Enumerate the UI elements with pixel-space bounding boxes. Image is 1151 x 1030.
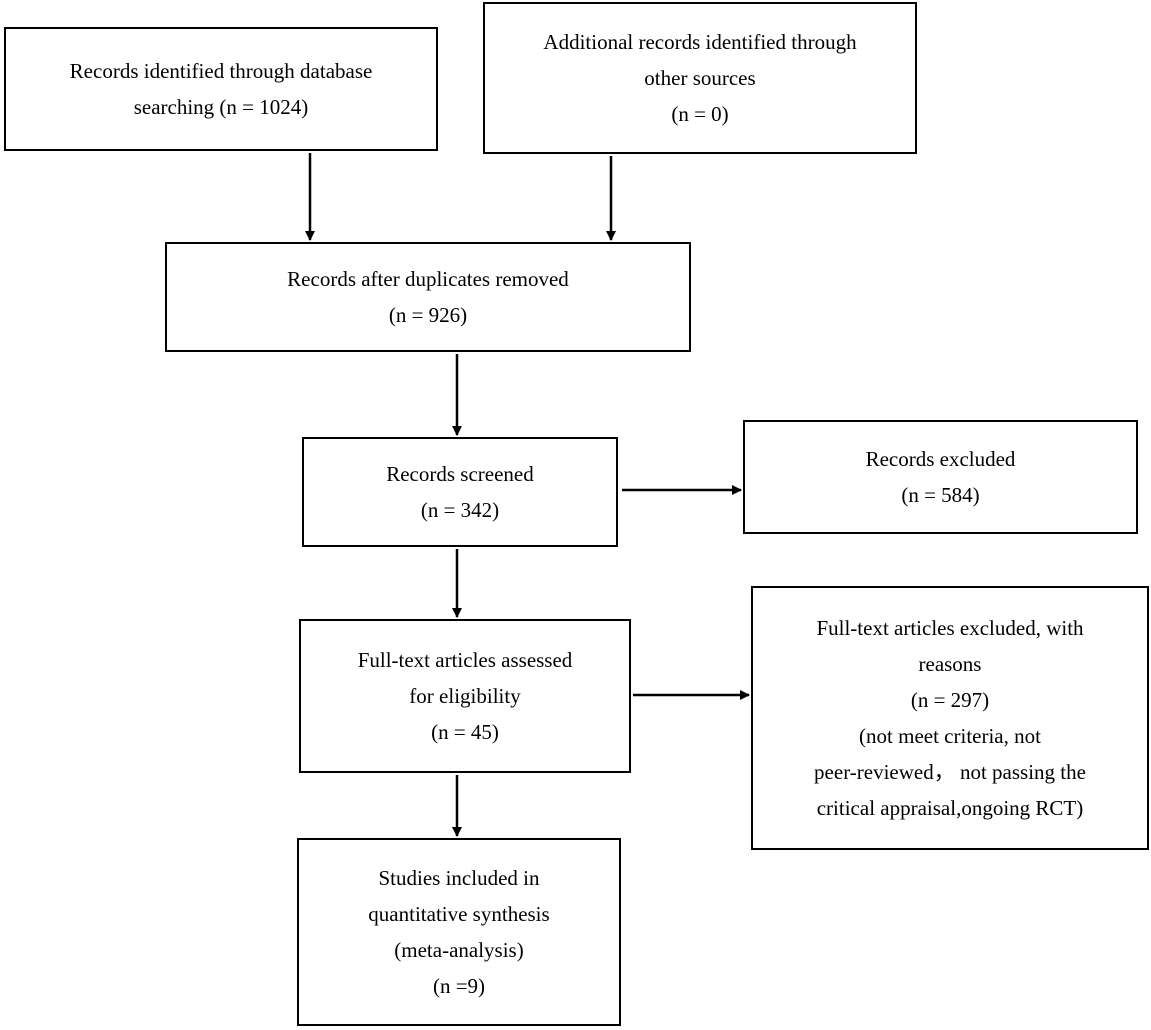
box-line: (n = 926) bbox=[388, 303, 468, 327]
records-identified-database-box: Records identified through database sear… bbox=[4, 27, 438, 151]
box-line: Full-text articles excluded, with bbox=[816, 616, 1084, 640]
box-line: Records identified through database bbox=[69, 59, 373, 83]
box-line: Records after duplicates removed bbox=[287, 267, 569, 291]
box-line: other sources bbox=[644, 66, 756, 90]
box-line: (n = 584) bbox=[901, 483, 980, 507]
box-line: critical appraisal,ongoing RCT) bbox=[816, 796, 1084, 820]
box-line: (not meet criteria, not bbox=[859, 724, 1041, 748]
box-line: (n = 297) bbox=[910, 688, 990, 712]
box-line: (n = 45) bbox=[431, 720, 499, 744]
box-line: searching (n = 1024) bbox=[133, 95, 309, 119]
fulltext-assessed-box: Full-text articles assessed for eligibil… bbox=[299, 619, 631, 773]
box-line: (n = 342) bbox=[420, 498, 500, 522]
box-line: Full-text articles assessed bbox=[357, 648, 573, 672]
additional-records-box: Additional records identified through ot… bbox=[483, 2, 917, 154]
box-line: Additional records identified through bbox=[543, 30, 857, 54]
records-after-duplicates-box: Records after duplicates removed (n = 92… bbox=[165, 242, 691, 352]
box-line: (meta-analysis) bbox=[394, 938, 524, 962]
box-line: peer-reviewed， not passing the bbox=[814, 760, 1086, 784]
records-excluded-box: Records excluded (n = 584) bbox=[743, 420, 1138, 534]
box-line: Records screened bbox=[386, 462, 534, 486]
fulltext-excluded-box: Full-text articles excluded, with reason… bbox=[751, 586, 1149, 850]
records-screened-box: Records screened (n = 342) bbox=[302, 437, 618, 547]
box-line: for eligibility bbox=[409, 684, 521, 708]
box-line: reasons bbox=[918, 652, 982, 676]
box-line: Studies included in bbox=[378, 866, 540, 890]
studies-included-box: Studies included in quantitative synthes… bbox=[297, 838, 621, 1026]
box-line: (n = 0) bbox=[671, 102, 729, 126]
box-line: Records excluded bbox=[865, 447, 1016, 471]
box-line: quantitative synthesis bbox=[368, 902, 550, 926]
box-line: (n =9) bbox=[432, 974, 486, 998]
